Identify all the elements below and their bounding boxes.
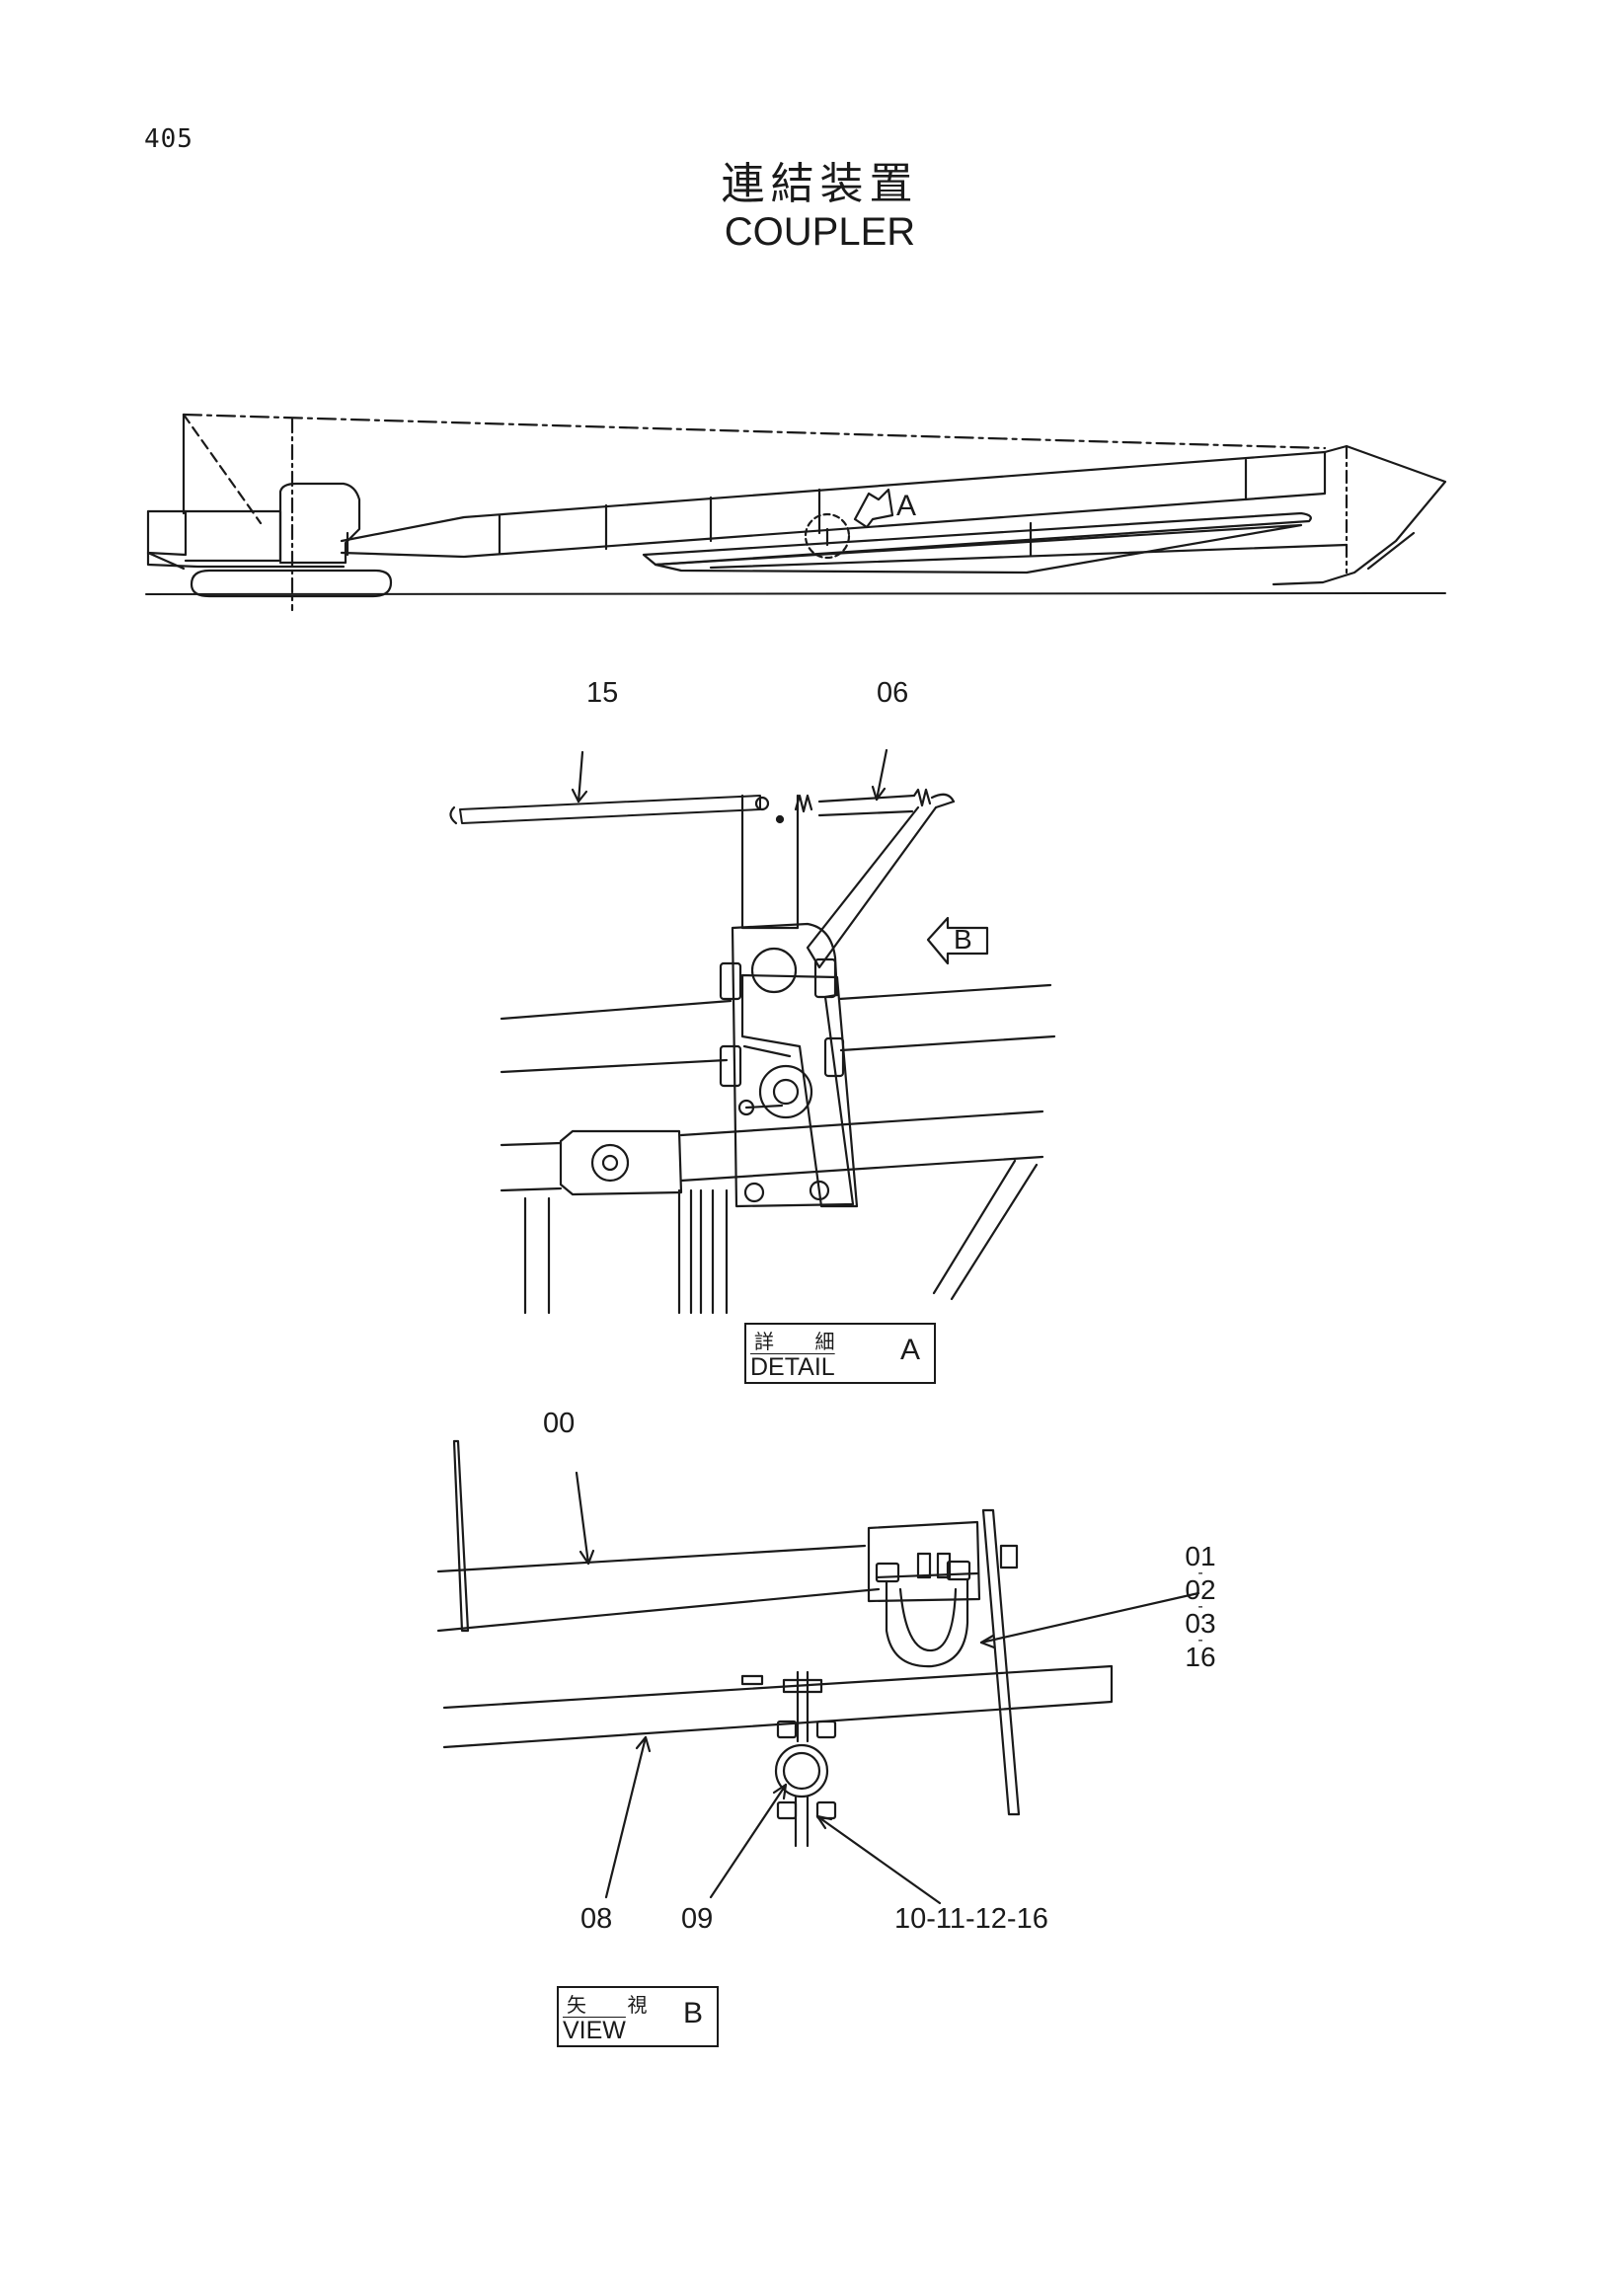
- callout-parts-10-11-12-16: 10-11-12-16: [894, 1903, 1048, 1935]
- machine-overview: [145, 413, 1447, 612]
- page-number: 405: [144, 124, 193, 154]
- callout-part-06: 06: [877, 677, 909, 709]
- callout-separator: -: [1197, 1632, 1203, 1648]
- callout-part-02: 02: [1185, 1574, 1216, 1605]
- title-japanese: 連結装置: [721, 159, 919, 209]
- callout-part-08: 08: [580, 1903, 613, 1935]
- detail-a-label-en: DETAIL: [750, 1353, 835, 1381]
- view-b-marker: B: [954, 924, 972, 955]
- view-b-drawing: [436, 1439, 1200, 1905]
- view-b-label-letter: B: [682, 1997, 703, 2029]
- callout-separator: -: [1197, 1598, 1203, 1615]
- callout-part-16: 16: [1185, 1642, 1216, 1672]
- detail-a-drawing: [449, 748, 1056, 1315]
- view-b-label-en: VIEW: [563, 2017, 626, 2044]
- detail-a-label-ja: 詳 細: [754, 1332, 853, 1353]
- callout-part-01: 01: [1185, 1541, 1216, 1571]
- title-english: COUPLER: [724, 210, 916, 254]
- overview-detail-marker: A: [896, 490, 917, 522]
- detail-a-label: 詳 細 DETAIL A: [744, 1323, 936, 1384]
- view-b-label: 矢 視 VIEW B: [557, 1986, 719, 2047]
- callout-part-00: 00: [543, 1408, 576, 1439]
- callout-part-09: 09: [681, 1903, 714, 1935]
- detail-a-label-letter: A: [899, 1334, 920, 1366]
- callout-part-03: 03: [1185, 1608, 1216, 1639]
- view-b-label-ja: 矢 視: [567, 1995, 665, 2017]
- callout-separator: -: [1197, 1565, 1203, 1581]
- callout-part-15: 15: [586, 677, 619, 709]
- callout-parts-01-02-03-16: 01 - 02 - 03 - 16: [1177, 1541, 1224, 1672]
